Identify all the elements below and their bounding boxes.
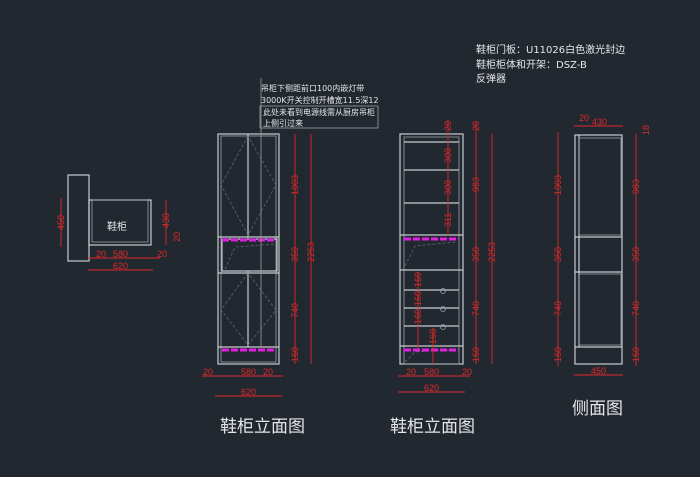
dim-label: 20 bbox=[172, 232, 182, 242]
front1-title: 鞋柜立面图 bbox=[220, 417, 305, 437]
side-elevation: 1003 350 740 160 18 983 350 740 160 20 4… bbox=[553, 113, 651, 419]
plan-label: 鞋柜 bbox=[107, 220, 127, 233]
note-light-1: 吊柜下侧距前口100内嵌灯带 bbox=[261, 83, 364, 93]
dim-label: 300 bbox=[443, 148, 453, 163]
note-body: 鞋柜柜体和开架：DSZ-B bbox=[476, 58, 587, 71]
note-light-2: 3000K开关控制开槽宽11.5深12 bbox=[261, 95, 379, 105]
dim-label: 450 bbox=[56, 215, 66, 230]
dim-label: 20 bbox=[96, 249, 106, 259]
dim-label: 580 bbox=[424, 367, 439, 377]
dim-label: 160 bbox=[428, 329, 438, 344]
dim-label: 20 bbox=[443, 121, 453, 131]
dim-label: 300 bbox=[443, 180, 453, 195]
dim-label: 620 bbox=[241, 387, 256, 397]
dim-label: 430 bbox=[592, 117, 607, 127]
dim-label: 160 bbox=[413, 272, 423, 287]
note-door: 鞋柜门板：U11026白色激光封边 bbox=[476, 43, 625, 56]
dim-label: 350 bbox=[553, 247, 563, 262]
dim-label: 160 bbox=[413, 291, 423, 306]
dim-label: 160 bbox=[413, 309, 423, 324]
dim-label: 18 bbox=[641, 125, 651, 135]
dim-label: 160 bbox=[471, 347, 481, 362]
plan-view: 鞋柜 450 430 20 20 580 20 620 bbox=[56, 174, 182, 271]
dim-label: 160 bbox=[553, 347, 563, 362]
dim-label: 580 bbox=[241, 367, 256, 377]
dim-label: 20 bbox=[203, 367, 213, 377]
dim-label: 20 bbox=[471, 121, 481, 131]
dim-label: 620 bbox=[424, 383, 439, 393]
dim-label: 1003 bbox=[290, 175, 300, 195]
dim-label: 350 bbox=[631, 247, 641, 262]
dim-label: 20 bbox=[462, 367, 472, 377]
dim-label: 740 bbox=[553, 301, 563, 316]
dim-label: 450 bbox=[591, 366, 606, 376]
dim-label: 2253 bbox=[306, 242, 316, 262]
wall bbox=[67, 174, 90, 262]
dim-label: 160 bbox=[290, 347, 300, 362]
dim-label: 350 bbox=[471, 247, 481, 262]
dim-label: 311 bbox=[443, 213, 453, 227]
dim-label: 1003 bbox=[553, 175, 563, 195]
dim-label: 160 bbox=[631, 347, 641, 362]
material-notes: 鞋柜门板：U11026白色激光封边 鞋柜柜体和开架：DSZ-B 反弹器 bbox=[476, 43, 625, 85]
note-power-2: 上侧引过来 bbox=[263, 118, 303, 128]
dim-label: 620 bbox=[113, 261, 128, 271]
dim-label: 20 bbox=[263, 367, 273, 377]
front-elevation-1: 1003 350 740 160 2253 20 580 20 620 鞋柜立面… bbox=[202, 78, 316, 437]
dim-label: 580 bbox=[113, 249, 128, 259]
dim-label: 350 bbox=[290, 247, 300, 262]
note-rebound: 反弹器 bbox=[476, 72, 506, 85]
dim-label: 2253 bbox=[487, 242, 497, 262]
front-elevation-2: 20 300 300 311 160 160 160 160 20 983 35… bbox=[390, 120, 497, 437]
dim-label: 740 bbox=[631, 301, 641, 316]
light-notes: 吊柜下侧距前口100内嵌灯带 3000K开关控制开槽宽11.5深12 此处未看到… bbox=[259, 83, 379, 129]
dim-label: 740 bbox=[290, 303, 300, 318]
dim-label: 740 bbox=[471, 301, 481, 316]
note-power-1: 此处未看到电源线需从厨房吊柜 bbox=[263, 107, 375, 117]
side-title: 侧面图 bbox=[572, 399, 623, 419]
dim-label: 983 bbox=[631, 179, 641, 194]
dim-label: 20 bbox=[579, 113, 589, 123]
dim-label: 20 bbox=[406, 367, 416, 377]
dim-label: 983 bbox=[471, 177, 481, 192]
front2-title: 鞋柜立面图 bbox=[390, 417, 475, 437]
dim-label: 20 bbox=[157, 249, 167, 259]
dim-label: 430 bbox=[161, 213, 171, 228]
